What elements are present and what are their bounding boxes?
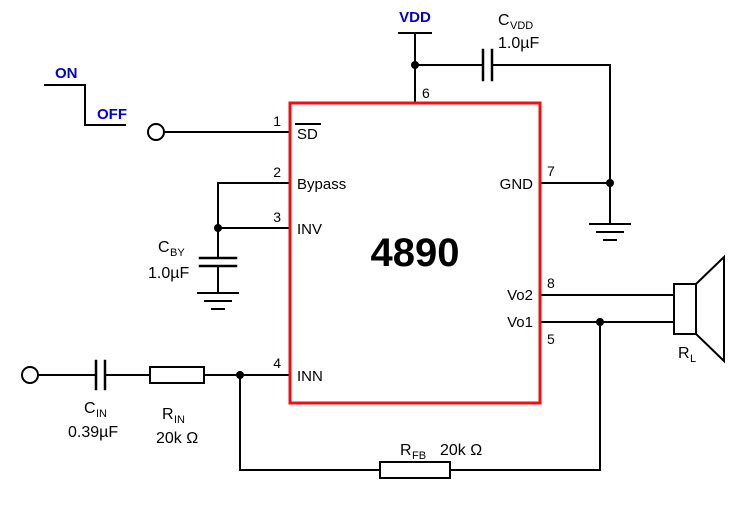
rfb-value: 20k Ω (440, 442, 482, 459)
rl-ref: R (678, 345, 690, 362)
pin1-label-sd: SD (297, 126, 318, 143)
rfb-ref: R (400, 442, 412, 459)
wire-rfb-to-vo1 (449, 321, 601, 471)
cin-value: 0.39µF (68, 424, 118, 441)
rin-value: 20k Ω (156, 430, 198, 447)
pin6-number: 6 (422, 85, 430, 101)
pin5-number: 5 (547, 331, 555, 347)
cby-value: 1.0µF (148, 265, 189, 282)
pin7-label-gnd: GND (500, 176, 534, 193)
cin-ref-subscript: IN (96, 408, 107, 420)
rfb-resistor-body (379, 461, 451, 479)
pin2-number: 2 (273, 164, 281, 180)
speaker-driver (673, 283, 697, 335)
junction-vdd (411, 61, 419, 69)
rfb-ref-subscript: FB (412, 450, 426, 462)
cin-ref: C (84, 400, 96, 417)
waveform-off-label: OFF (97, 106, 127, 123)
audio-input-terminal (21, 366, 39, 384)
cvdd-value: 1.0µF (498, 35, 539, 52)
rin-ref-subscript: IN (174, 414, 185, 426)
rl-ref-subscript: L (690, 353, 696, 365)
cby-ref: C (158, 239, 170, 256)
pin3-number: 3 (273, 209, 281, 225)
pin4-label-inn: INN (297, 368, 323, 385)
ic-body (288, 101, 542, 405)
ic-part-number: 4890 (371, 231, 460, 275)
wire-inn-to-rfb (239, 374, 381, 471)
rin-ref: R (162, 406, 174, 423)
pin8-number: 8 (547, 275, 555, 291)
cby-ref-subscript: BY (170, 247, 185, 259)
rin-resistor-body (149, 366, 205, 384)
sd-input-terminal (147, 123, 165, 141)
pin4-number: 4 (273, 355, 281, 371)
junction-bypass-inv (214, 224, 222, 232)
pin5-label-vo1: Vo1 (507, 314, 533, 331)
pin7-number: 7 (547, 163, 555, 179)
speaker-cone (695, 254, 725, 364)
pin2-label-bypass: Bypass (297, 176, 346, 193)
vdd-label: VDD (399, 9, 431, 26)
pin3-label-inv: INV (297, 221, 322, 238)
pin1-number: 1 (273, 113, 281, 129)
on-off-waveform (44, 84, 126, 126)
cvdd-ref-subscript: VDD (510, 20, 533, 32)
junction-gnd (606, 179, 614, 187)
cvdd-ref: C (498, 12, 510, 29)
pin8-label-vo2: Vo2 (507, 287, 533, 304)
waveform-on-label: ON (55, 65, 78, 82)
